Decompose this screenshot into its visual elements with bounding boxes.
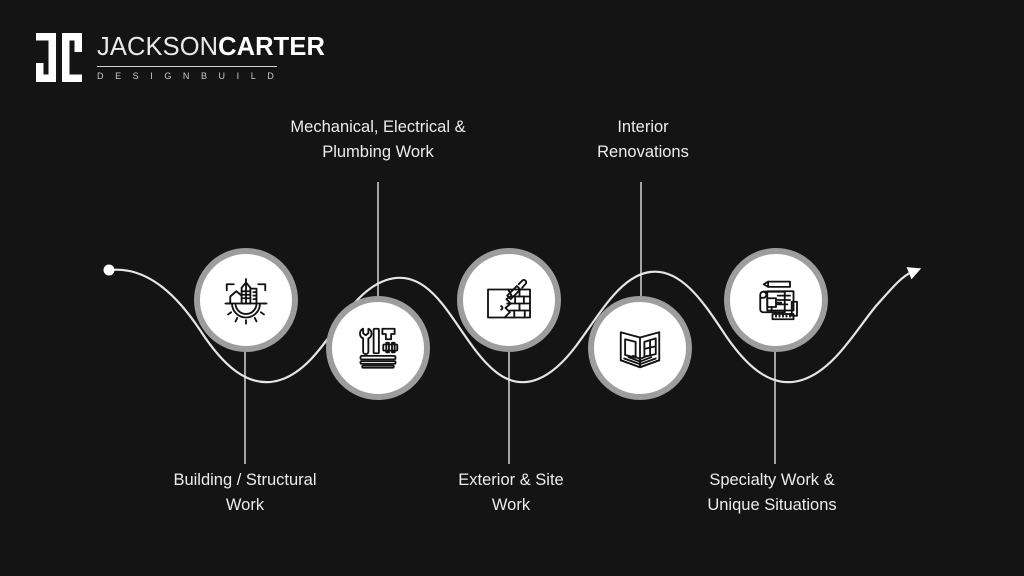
brand-logo[interactable]: JACKSONCARTER D E S I G N B U I L D: [34, 33, 325, 82]
node-label-exterior-site: Exterior & Site Work: [458, 471, 564, 514]
tagline-letter: E: [115, 70, 125, 81]
tagline-letter: S: [132, 70, 142, 81]
brand-divider-rule: [97, 65, 277, 67]
tagline-letter: D: [97, 70, 107, 81]
jackson-carter-jc-monogram-icon: [36, 33, 82, 82]
blueprint-pencil-ruler-icon: [759, 280, 798, 321]
trowel-brickwall-icon: [487, 279, 531, 319]
tagline-letter: B: [200, 70, 211, 81]
brand-name-light: JACKSON: [97, 33, 219, 61]
tagline-letter: N: [182, 70, 193, 81]
tagline-letter: L: [250, 70, 259, 81]
flow-node-mechanical-electrical-plumbing[interactable]: [326, 296, 430, 400]
flow-node-specialty-unique[interactable]: [724, 248, 828, 352]
flow-node-building-structural[interactable]: [194, 248, 298, 352]
brand-wordmark-block: JACKSONCARTER D E S I G N B U I L D: [97, 33, 325, 81]
node-label-specialty-unique: Specialty Work & Unique Situations: [707, 471, 837, 514]
interior-room-icon: [619, 331, 661, 369]
flow-node-interior-renovations[interactable]: [588, 296, 692, 400]
tagline-letter: G: [164, 70, 175, 81]
node-label-building-structural: Building / Structural Work: [173, 471, 317, 514]
flow-start-dot: [103, 264, 115, 276]
tagline-letter: U: [218, 70, 229, 81]
flow-node-exterior-site[interactable]: [457, 248, 561, 352]
tagline-letter: I: [236, 70, 243, 81]
tagline-letter: I: [150, 70, 156, 81]
brand-name-bold: CARTER: [218, 33, 325, 61]
tagline-letter: D: [267, 70, 277, 81]
brand-wordmark: JACKSONCARTER: [97, 33, 325, 61]
node-label-mechanical-electrical-plumbing: Mechanical, Electrical & Plumbing Work: [290, 118, 466, 161]
node-label-interior-renovations: Interior Renovations: [597, 118, 689, 161]
brand-tagline: D E S I G N B U I L D: [97, 71, 277, 81]
building-gear-icon: [224, 278, 268, 325]
wrench-pipes-icon: [359, 327, 399, 369]
